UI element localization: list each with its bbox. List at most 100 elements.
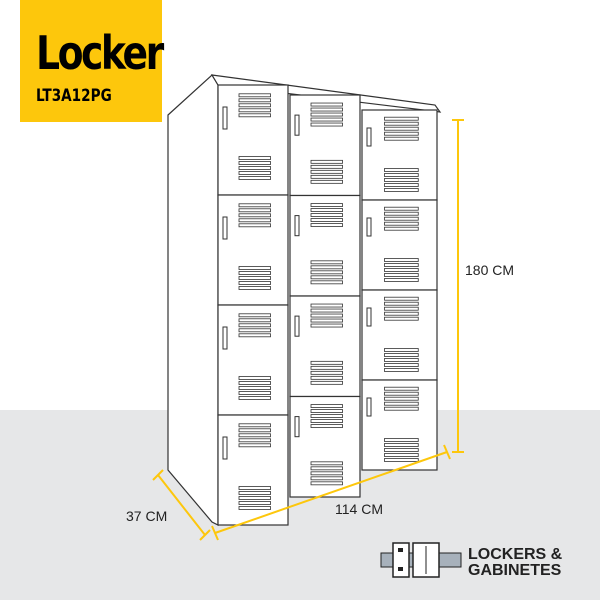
vent-slot [310, 260, 343, 265]
vent-slot [384, 391, 419, 396]
vent-slot [238, 176, 271, 180]
vent-slot [310, 409, 343, 413]
door-handle-icon [366, 397, 372, 417]
vent-slot [310, 102, 343, 107]
door-handle-icon [366, 127, 372, 147]
vent-slot [310, 375, 343, 380]
vent-slot [384, 183, 419, 187]
vent-slot [310, 380, 343, 385]
vent-slot [238, 171, 271, 175]
vent-slot [384, 368, 419, 372]
vent-slot [384, 363, 419, 367]
vent-slot [238, 496, 271, 500]
vent-slot [384, 301, 419, 306]
locker-top [210, 74, 442, 113]
vent-slot [238, 486, 271, 490]
locker-door [289, 94, 361, 197]
vent-slot [238, 443, 271, 448]
vent-slot [384, 453, 419, 457]
vent-slot [238, 391, 271, 395]
vent-slot [238, 286, 271, 290]
vent-slot [384, 458, 419, 462]
vent-slot [310, 419, 343, 423]
vent-slot [310, 308, 343, 313]
vent-slot [384, 178, 419, 182]
vent-slot [238, 491, 271, 495]
vent-slot [310, 218, 343, 222]
vent-slot [238, 266, 271, 270]
vent-slot [384, 216, 419, 221]
vent-slot [310, 164, 343, 169]
vent-slot [310, 112, 343, 117]
vent-slot [238, 156, 271, 160]
vent-slot [310, 117, 343, 122]
vent-slot [238, 208, 271, 213]
vent-slot [310, 169, 343, 174]
vent-slot [384, 406, 419, 411]
title-badge: Locker LT3A12PG [20, 0, 164, 122]
vent-slot [238, 271, 271, 275]
vent-slot [238, 93, 271, 98]
vent-slot [310, 404, 343, 408]
height-label: 180 CM [465, 262, 515, 278]
vent-slot [238, 166, 271, 170]
vent-slot [310, 213, 343, 217]
vent-slot [238, 323, 271, 328]
vent-slot [238, 281, 271, 285]
vent-slot [384, 121, 419, 126]
vent-slot [384, 258, 419, 262]
vent-slot [310, 265, 343, 270]
vent-slot [384, 221, 419, 226]
vent-slot [384, 348, 419, 352]
brand-line-1: LOCKERS & [468, 546, 563, 563]
vent-slot [384, 401, 419, 406]
door-handle-icon [294, 315, 300, 337]
vent-slot [310, 223, 343, 227]
door-handle-icon [294, 416, 300, 438]
depth-tick [152, 469, 164, 481]
vent-slot [238, 376, 271, 380]
locker-door [289, 295, 361, 398]
door-handle-icon [366, 307, 372, 327]
vent-slot [384, 268, 419, 272]
vent-slot [310, 107, 343, 112]
vent-slot [384, 226, 419, 231]
vent-slot [384, 316, 419, 321]
model-code: LT3A12PG [36, 86, 112, 106]
width-label: 114 CM [335, 501, 383, 517]
vent-slot [384, 206, 419, 211]
vent-slot [238, 423, 271, 428]
vent-slot [238, 161, 271, 165]
vent-slot [384, 263, 419, 267]
vent-slot [238, 103, 271, 108]
vent-slot [238, 218, 271, 223]
vent-slot [238, 98, 271, 103]
vent-slot [384, 448, 419, 452]
vent-slot [238, 223, 271, 228]
vent-slot [238, 381, 271, 385]
vent-slot [310, 476, 343, 481]
depth-label: 37 CM [126, 508, 168, 524]
vent-slot [310, 424, 343, 428]
vent-slot [384, 353, 419, 357]
vent-slot [310, 466, 343, 471]
depth-tick [199, 529, 211, 541]
product-title: Locker [36, 26, 164, 80]
width-tick [211, 525, 219, 541]
vent-slot [310, 174, 343, 179]
vent-slot [384, 358, 419, 362]
vent-slot [238, 328, 271, 333]
door-handle-icon [222, 326, 228, 350]
vent-slot [238, 386, 271, 390]
brand-line-2: GABINETES [468, 562, 562, 579]
vent-slot [310, 159, 343, 164]
vent-slot [310, 179, 343, 184]
vent-slot [310, 208, 343, 212]
width-dimension-line [214, 451, 448, 534]
vent-slot [238, 433, 271, 438]
vent-slot [238, 318, 271, 323]
vent-slot [310, 303, 343, 308]
door-handle-icon [366, 217, 372, 237]
